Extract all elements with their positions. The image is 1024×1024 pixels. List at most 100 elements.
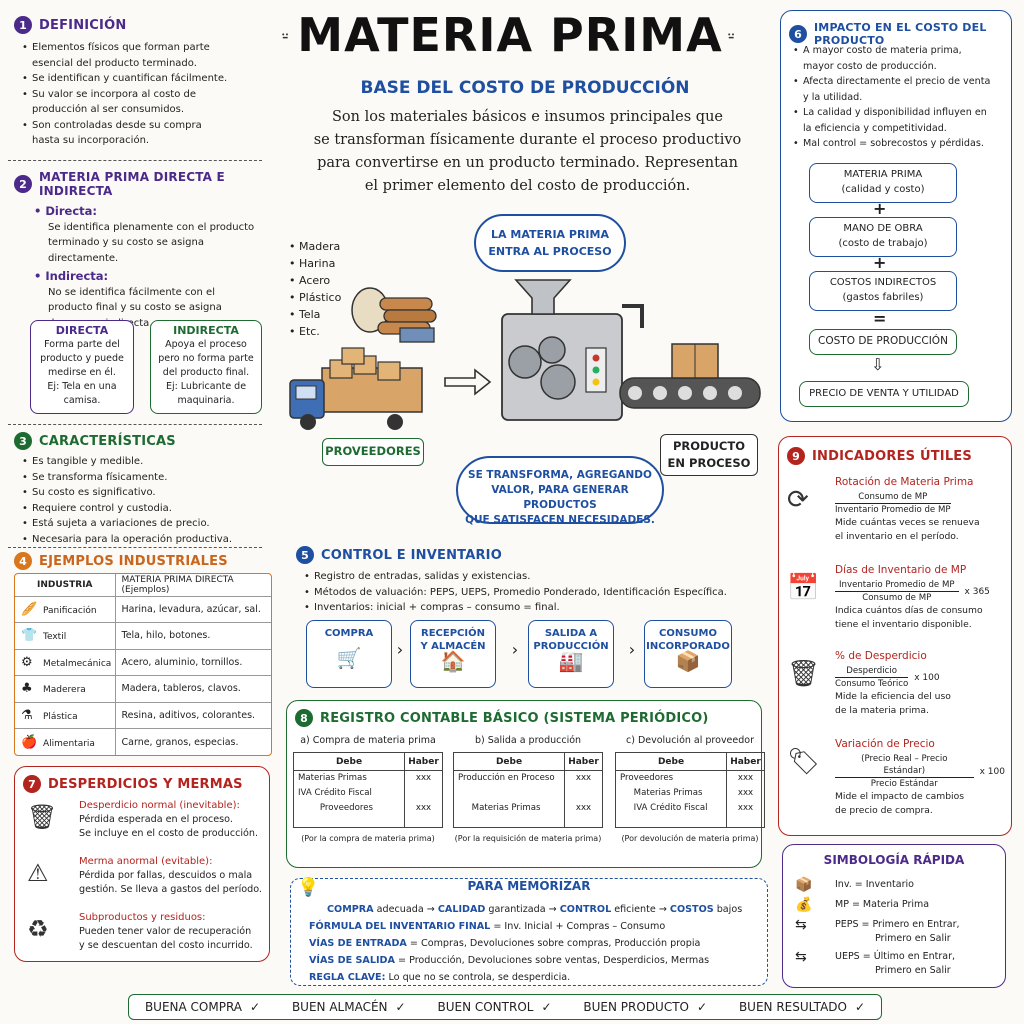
- entry-note: (Por devolución de materia prima): [621, 834, 759, 843]
- column-header: Haber: [408, 756, 439, 767]
- amount-cell: xxx: [415, 773, 432, 784]
- industry-cell: ⚗Plástica: [15, 702, 116, 729]
- trash-icon: 🗑: [787, 659, 821, 689]
- cart-icon: 🛒: [336, 646, 362, 670]
- title-spark-left: ⸚: [282, 24, 289, 48]
- column-header: Haber: [568, 756, 599, 767]
- industry-name: Panificación: [43, 605, 97, 616]
- list-item: Está sujeta a variaciones de precio.: [20, 516, 264, 532]
- amount-cell: xxx: [737, 788, 754, 798]
- symbol-text: PEPS = Primero en Entrar,: [835, 919, 960, 930]
- section-number: 5: [296, 546, 314, 564]
- box-check-icon: 📦: [675, 649, 701, 673]
- apple-icon: 🍎: [21, 734, 38, 750]
- account-cell: Producción en Proceso: [453, 770, 565, 786]
- precio-venta-box: PRECIO DE VENTA Y UTILIDAD: [799, 381, 969, 407]
- section-title: 4 EJEMPLOS INDUSTRIALES: [14, 552, 274, 570]
- section-number: 3: [14, 432, 32, 450]
- step-label: SALIDA A: [544, 628, 598, 639]
- indirecta-heading: • Indirecta:: [34, 269, 109, 283]
- list-item: Etc.: [287, 323, 341, 340]
- flow-step: SALIDA A PRODUCCIÓN🏭: [528, 620, 614, 688]
- step-label: COMPRA: [324, 628, 374, 639]
- materials-pile-icon: [351, 287, 437, 343]
- column-header: Haber: [730, 756, 761, 767]
- table-row: ⚗Plástica Resina, aditivos, colorantes.: [15, 702, 271, 729]
- item-text: Pérdida por fallas, descuidos o mala: [79, 870, 253, 881]
- list-item: Elementos físicos que forman parteesenci…: [20, 40, 264, 71]
- warning-icon: ⚠: [27, 859, 49, 887]
- section-number: 1: [14, 16, 32, 34]
- divider: [8, 547, 262, 548]
- check-icon: ✓: [854, 1000, 866, 1014]
- section-ejemplos: 4 EJEMPLOS INDUSTRIALES: [14, 552, 274, 570]
- divider: [8, 160, 262, 161]
- indicator-text: tiene el inventario disponible.: [835, 619, 972, 630]
- indicator-title: Variación de Precio: [835, 738, 935, 750]
- process-illustration: ☆: [289, 279, 761, 500]
- symbol-text: MP = Materia Prima: [835, 899, 930, 910]
- denominator: Inventario Promedio de MP: [835, 505, 951, 515]
- machine-icon: [501, 279, 644, 421]
- amount-cell: xxx: [575, 773, 592, 784]
- section-caracteristicas: 3 CARACTERÍSTICAS Es tangible y medible.…: [14, 432, 264, 547]
- title-spark-right: ⸚: [728, 24, 735, 48]
- list-item: A mayor costo de materia prima,mayor cos…: [791, 43, 1007, 74]
- factory-icon: 🏭: [558, 649, 584, 673]
- amount-cell: xxx: [415, 803, 432, 813]
- mp-cell: Resina, aditivos, colorantes.: [121, 709, 256, 721]
- mp-cell: Carne, granos, especias.: [121, 736, 239, 748]
- amount-cell: xxx: [737, 803, 754, 813]
- section-directa-indirecta: 2 MATERIA PRIMA DIRECTA E INDIRECTA • Di…: [14, 170, 269, 331]
- item-text: Pueden tener valor de recuperación: [79, 926, 252, 937]
- entry-note: (Por la compra de materia prima): [301, 834, 435, 843]
- money-bag-icon: 💰: [795, 897, 813, 913]
- check-icon: ✓: [395, 1000, 406, 1014]
- item-text: Se incluye en el costo de producción.: [79, 828, 259, 839]
- arrows-icon: ⇆: [795, 917, 807, 933]
- step-label: CONSUMO: [659, 628, 717, 639]
- entry-title: b) Salida a producción: [474, 735, 582, 746]
- item-heading: Subproductos y residuos:: [79, 912, 206, 923]
- section-heading: EJEMPLOS INDUSTRIALES: [39, 553, 228, 569]
- column-header: INDUSTRIA: [15, 574, 116, 596]
- section-title: 5 CONTROL E INVENTARIO: [296, 546, 766, 564]
- section-heading: SIMBOLOGÍA RÁPIDA: [823, 853, 965, 867]
- list-item: Harina: [287, 255, 341, 272]
- recycle-icon: ♻: [27, 915, 49, 943]
- industry-cell: ⚙Metalmecánica: [15, 649, 116, 676]
- industry-cell: ♣Maderera: [15, 675, 116, 702]
- directa-heading: • Directa:: [34, 204, 97, 218]
- footer-item: BUEN ALMACÉN✓: [291, 1000, 406, 1014]
- account-cell: [453, 785, 565, 801]
- industry-cell: 🥖Panificación: [15, 596, 116, 623]
- item-text: y se descuentan del costo incurrido.: [79, 940, 253, 951]
- proveedores-label: PROVEEDORES: [322, 438, 424, 466]
- svg-text:☆: ☆: [430, 498, 446, 500]
- check-icon: ✓: [541, 1000, 552, 1014]
- account-cell: Materias Primas: [615, 785, 727, 801]
- mp-cell: Madera, tableros, clavos.: [121, 683, 241, 695]
- materia-prima-box: MATERIA PRIMA(calidad y costo): [809, 163, 957, 203]
- step-label: RECEPCIÓN: [421, 628, 485, 639]
- plus-sign: +: [873, 253, 887, 272]
- section-number: 4: [14, 552, 32, 570]
- step-label: PRODUCCIÓN: [533, 641, 609, 652]
- table-row: Producción en Proceso xxx: [453, 770, 603, 786]
- multiplier: x 365: [964, 586, 990, 597]
- list-item: Necesaria para la operación productiva.: [20, 532, 264, 548]
- denominator: Consumo Teórico: [835, 679, 909, 689]
- ejemplos-table-wrap: INDUSTRIA MATERIA PRIMA DIRECTA (Ejemplo…: [14, 573, 272, 756]
